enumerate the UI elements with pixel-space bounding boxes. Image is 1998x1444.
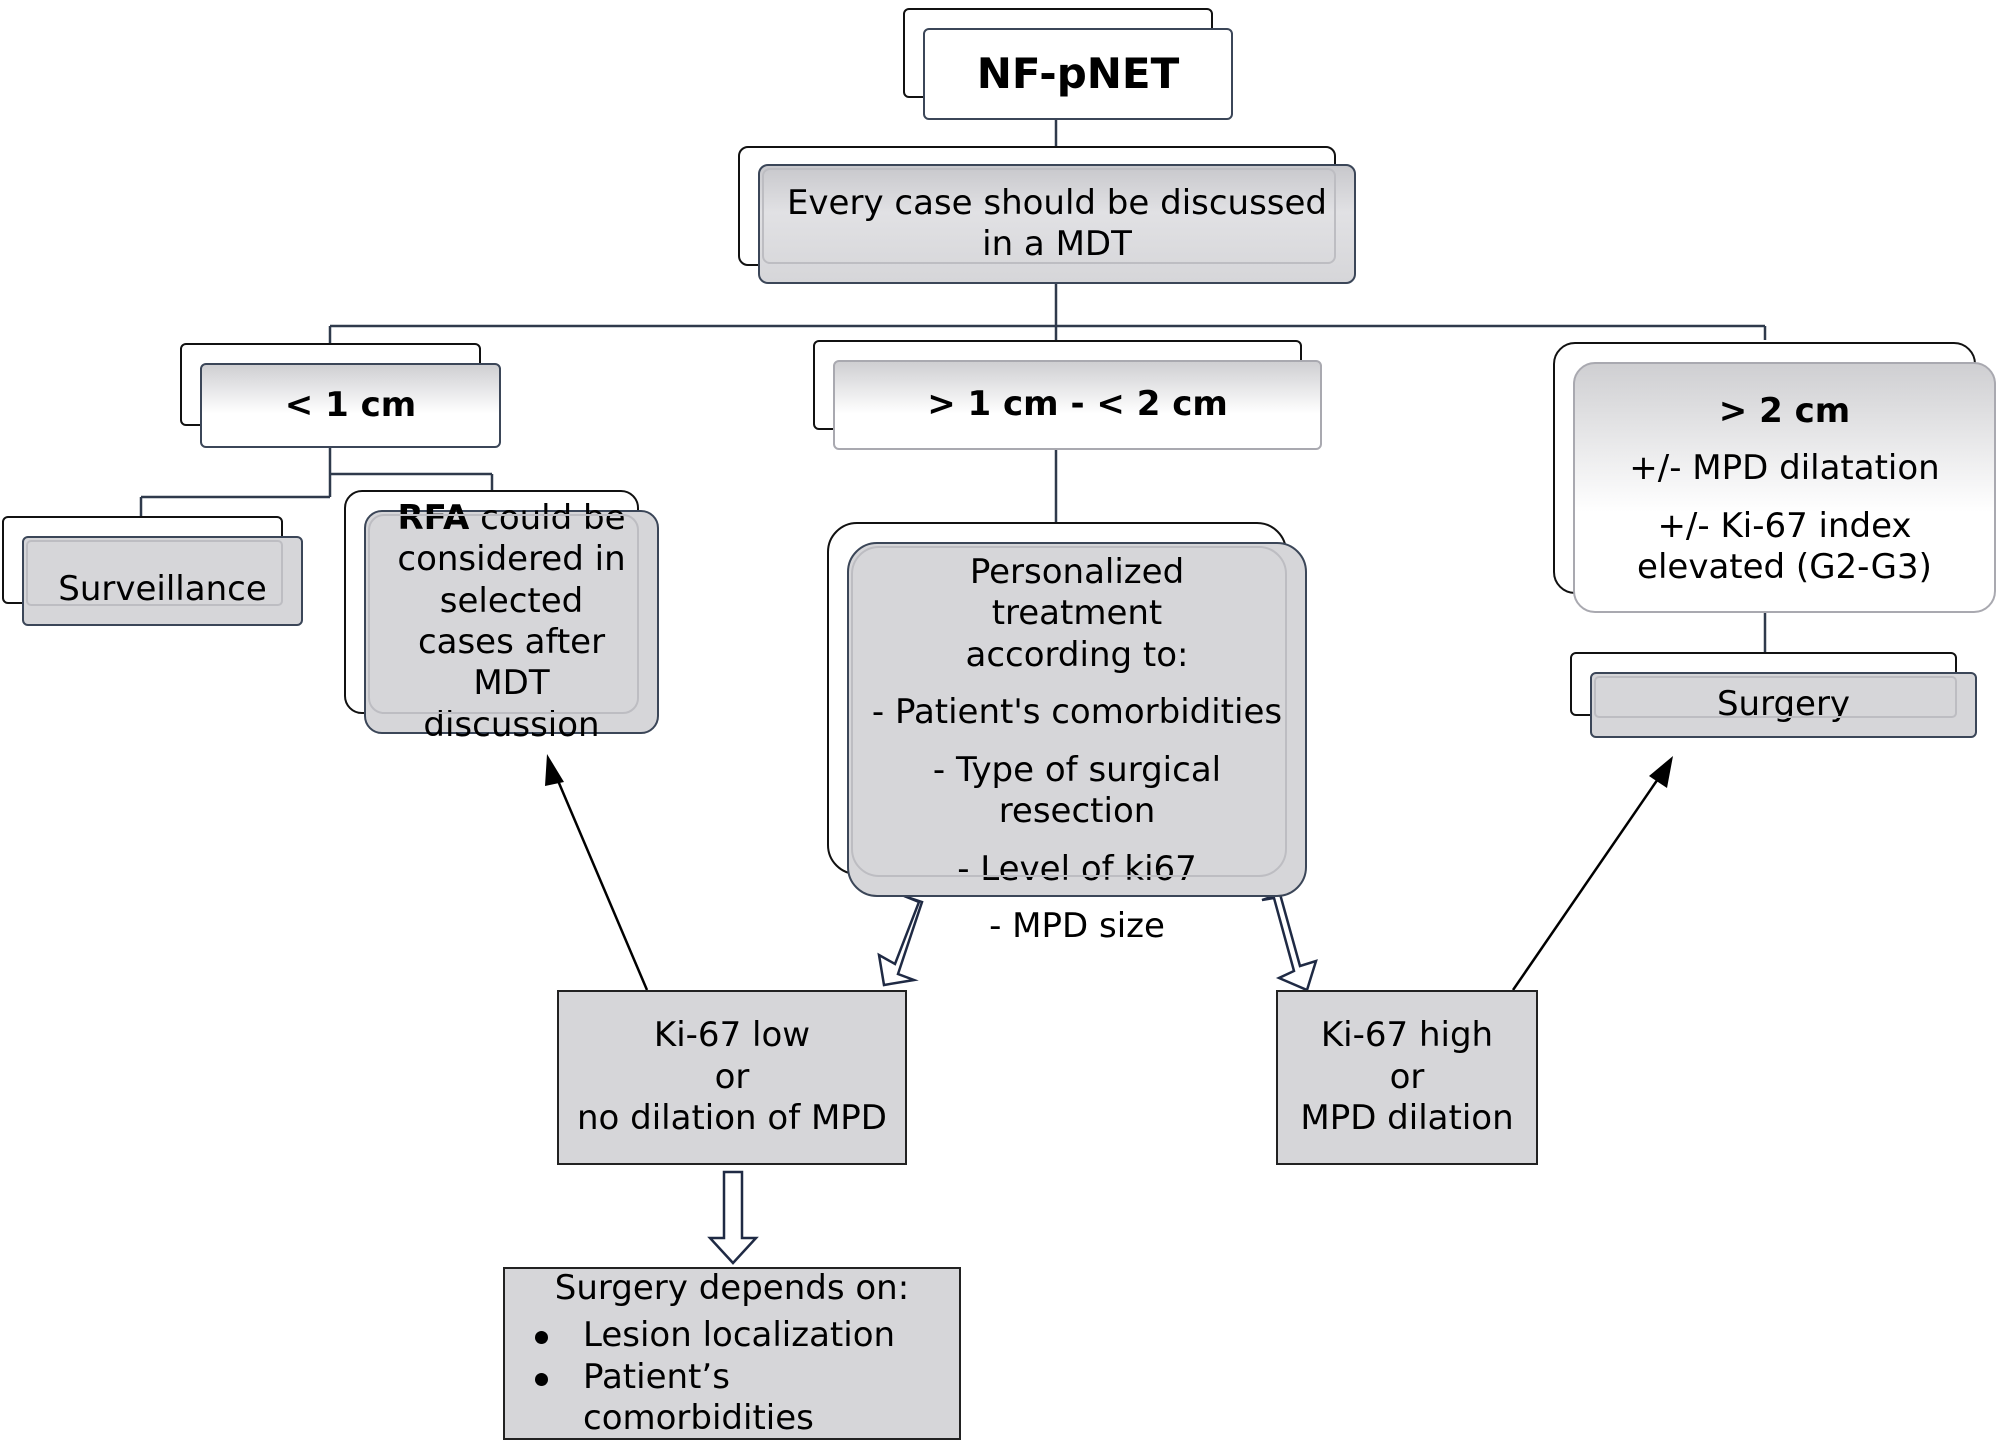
surgery-depends-item: Lesion localization [505, 1315, 959, 1356]
arrow-line-ki67-high-to-surgery [1511, 775, 1662, 991]
surveillance-node: Surveillance [22, 536, 303, 626]
personalized-item-1: - Type of surgical resection [932, 749, 1222, 832]
rfa-text: RFA could be considered in selected case… [392, 498, 631, 747]
surgery-large-label: Surgery [1716, 684, 1851, 725]
branch-medium-node: > 1 cm - < 2 cm [833, 360, 1322, 450]
bullet-icon [535, 1331, 548, 1345]
hollow-arrow-to-ki67-low [877, 894, 924, 987]
rfa-node: RFA could be considered in selected case… [364, 498, 659, 745]
arrow-line-ki67-low-to-rfa [554, 775, 649, 991]
mdt-node: Every case should be discussed in a MDT [758, 164, 1356, 284]
surgery-depends-list: Lesion localization Patient’s comorbidit… [505, 1315, 959, 1439]
personalized-item-2: - Level of ki67 [957, 848, 1197, 889]
mdt-text: Every case should be discussed in a MDT [786, 182, 1328, 264]
hollow-arrow-to-ki67-high [1261, 892, 1318, 992]
personalized-node: Personalized treatment according to: - P… [847, 542, 1307, 946]
personalized-heading: Personalized treatment according to: [965, 552, 1189, 675]
branch-medium-label: > 1 cm - < 2 cm [927, 384, 1228, 425]
branch-large-line1: +/- MPD dilatation [1629, 448, 1940, 489]
branch-small-label: < 1 cm [284, 384, 417, 425]
personalized-item-3: - MPD size [989, 906, 1165, 947]
branch-large-node: > 2 cm +/- MPD dilatation +/- Ki-67 inde… [1573, 362, 1996, 613]
rfa-body: could be considered in selected cases af… [397, 497, 626, 745]
root-node: NF-pNET [923, 28, 1233, 120]
surgery-large-node: Surgery [1590, 672, 1977, 738]
ki67-high-line3: MPD dilation [1300, 1098, 1514, 1139]
ki67-low-node: Ki-67 low or no dilation of MPD [557, 990, 907, 1165]
rfa-bold: RFA [397, 497, 470, 538]
bullet-icon [535, 1372, 548, 1386]
personalized-item-0: - Patient's comorbidities [871, 692, 1283, 733]
arrow-head-ki67-high-to-surgery [1649, 756, 1673, 788]
hollow-arrow-to-surgery-depends [707, 1170, 759, 1265]
surgery-depends-node: Surgery depends on: Lesion localization … [503, 1267, 961, 1440]
ki67-high-node: Ki-67 high or MPD dilation [1276, 990, 1538, 1165]
ki67-low-line2: or [714, 1056, 750, 1097]
branch-large-line2: +/- Ki-67 index elevated (G2-G3) [1637, 505, 1932, 587]
ki67-low-line1: Ki-67 low [653, 1015, 811, 1056]
branch-small-node: < 1 cm [200, 363, 501, 448]
ki67-high-line2: or [1389, 1056, 1425, 1097]
ki67-low-line3: no dilation of MPD [576, 1098, 887, 1139]
surgery-depends-item-0: Lesion localization [583, 1315, 896, 1356]
root-title: NF-pNET [976, 49, 1180, 99]
ki67-high-line1: Ki-67 high [1320, 1015, 1494, 1056]
surgery-depends-item-1: Patient’s comorbidities [583, 1356, 814, 1438]
surgery-depends-item: Patient’s comorbidities [505, 1357, 959, 1440]
surveillance-label: Surveillance [58, 569, 267, 610]
arrow-head-ki67-low-to-rfa [545, 754, 564, 786]
surgery-depends-heading: Surgery depends on: [554, 1267, 910, 1308]
branch-large-label: > 2 cm [1718, 390, 1851, 431]
